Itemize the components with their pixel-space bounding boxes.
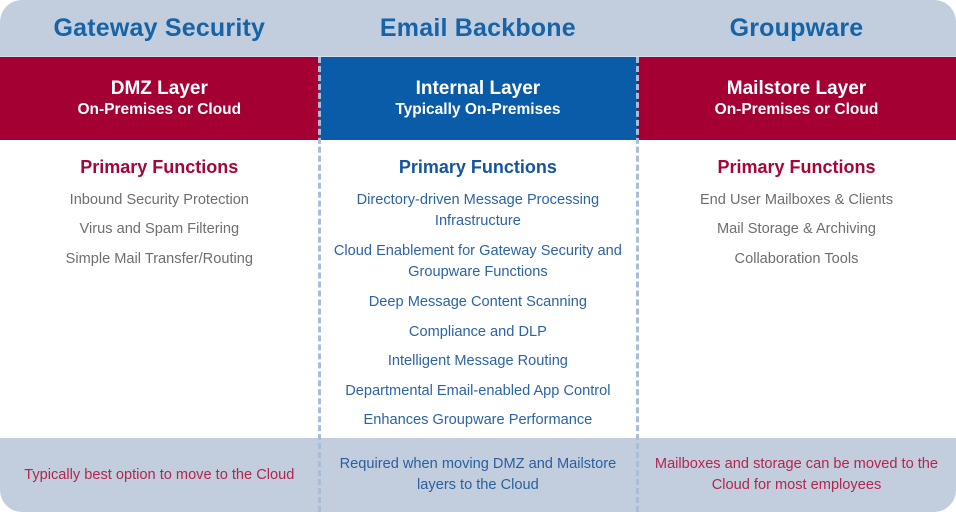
list-item: Simple Mail Transfer/Routing <box>65 250 253 267</box>
function-list-groupware: End User Mailboxes & Clients Mail Storag… <box>637 190 956 271</box>
layer-band-internal: Internal Layer Typically On-Premises <box>318 57 638 140</box>
primary-functions-heading-backbone: Primary Functions <box>398 157 557 177</box>
function-column-gateway-security: Primary Functions Inbound Security Prote… <box>0 140 319 438</box>
title-cell-email-backbone: Email Backbone <box>319 0 638 57</box>
layer-band-row: DMZ Layer On-Premises or Cloud Internal … <box>0 57 956 140</box>
function-column-email-backbone: Primary Functions Directory-driven Messa… <box>319 140 638 438</box>
list-item: Mail Storage & Archiving <box>716 221 876 238</box>
function-column-groupware: Primary Functions End User Mailboxes & C… <box>637 140 956 438</box>
list-item: Directory-driven Message Processing Infr… <box>356 191 600 230</box>
primary-functions-heading-gateway: Primary Functions <box>80 157 239 177</box>
list-item: Virus and Spam Filtering <box>79 221 240 238</box>
header-hairline <box>0 56 956 57</box>
layer-subtitle-mailstore: On-Premises or Cloud <box>714 101 879 119</box>
function-list-backbone: Directory-driven Message Processing Infr… <box>319 190 638 432</box>
list-item: Deep Message Content Scanning <box>368 293 588 310</box>
body-background <box>0 140 956 438</box>
footer-note-text-backbone: Required when moving DMZ and Mailstore l… <box>339 456 617 493</box>
column-title-gateway-security: Gateway Security <box>53 14 266 42</box>
list-item: Cloud Enablement for Gateway Security an… <box>333 242 622 281</box>
layer-subtitle-dmz: On-Premises or Cloud <box>77 101 242 119</box>
title-cell-gateway-security: Gateway Security <box>0 0 319 57</box>
list-item: End User Mailboxes & Clients <box>699 191 893 208</box>
function-list-gateway: Inbound Security Protection Virus and Sp… <box>0 190 319 271</box>
list-item: Intelligent Message Routing <box>387 353 568 370</box>
title-row: Gateway Security Email Backbone Groupwar… <box>0 0 956 57</box>
primary-functions-heading-groupware: Primary Functions <box>717 157 876 177</box>
column-divider-right <box>636 57 639 512</box>
list-item: Departmental Email-enabled App Control <box>345 382 611 399</box>
column-divider-left <box>318 57 321 512</box>
title-cell-groupware: Groupware <box>637 0 956 57</box>
footer-note-text-groupware: Mailboxes and storage can be moved to th… <box>654 456 939 493</box>
list-item: Inbound Security Protection <box>69 191 249 208</box>
function-columns-row: Primary Functions Inbound Security Prote… <box>0 140 956 438</box>
footer-note-groupware: Mailboxes and storage can be moved to th… <box>637 438 956 512</box>
list-item: Collaboration Tools <box>734 250 859 267</box>
layer-name-dmz: DMZ Layer <box>110 77 208 99</box>
column-title-email-backbone: Email Backbone <box>379 14 576 42</box>
footer-note-gateway: Typically best option to move to the Clo… <box>0 438 319 512</box>
layer-subtitle-internal: Typically On-Premises <box>395 101 561 119</box>
layer-band-dmz: DMZ Layer On-Premises or Cloud <box>0 57 319 140</box>
footer-note-backbone: Required when moving DMZ and Mailstore l… <box>319 438 638 512</box>
column-title-groupware: Groupware <box>729 14 864 42</box>
list-item: Enhances Groupware Performance <box>363 412 593 429</box>
layer-name-mailstore: Mailstore Layer <box>726 77 867 99</box>
layer-name-internal: Internal Layer <box>415 77 541 99</box>
list-item: Compliance and DLP <box>408 323 547 340</box>
footer-note-row: Typically best option to move to the Clo… <box>0 438 956 512</box>
footer-note-text-gateway: Typically best option to move to the Clo… <box>24 466 295 483</box>
layer-band-mailstore: Mailstore Layer On-Premises or Cloud <box>637 57 956 140</box>
